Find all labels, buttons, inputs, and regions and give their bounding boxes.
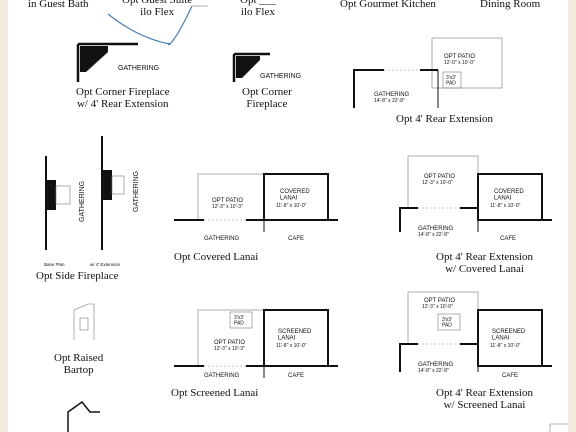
svg-text:12'-3" x 10'-3": 12'-3" x 10'-3" [214, 346, 245, 352]
svg-text:w/ 4' Extension: w/ 4' Extension [90, 262, 121, 267]
svg-text:CAFE: CAFE [288, 373, 304, 379]
svg-text:3'x3'PAD: 3'x3'PAD [442, 317, 452, 329]
svg-text:12'-0" x 10'-0": 12'-0" x 10'-0" [444, 60, 475, 66]
svg-text:14'-8" x 22'-8": 14'-8" x 22'-8" [418, 368, 449, 374]
svg-text:GATHERING: GATHERING [260, 73, 301, 80]
svg-text:OPT PATIO: OPT PATIO [212, 198, 243, 204]
caption-flex: Opt ___ilo Flex [240, 0, 276, 18]
caption-screened-lanai: Opt Screened Lanai [171, 387, 259, 399]
svg-text:11'-8" x 10'-0": 11'-8" x 10'-0" [490, 203, 521, 209]
svg-text:3'x3'PAD: 3'x3'PAD [446, 75, 456, 87]
svg-text:OPT PATIO: OPT PATIO [424, 174, 455, 180]
svg-text:14'-8" x 22'-8": 14'-8" x 22'-8" [418, 232, 449, 238]
guest-suite-curve [107, 5, 193, 45]
svg-text:GATHERING: GATHERING [133, 171, 140, 212]
svg-text:GATHERING: GATHERING [204, 373, 240, 379]
svg-text:12'-3" x 10'-3": 12'-3" x 10'-3" [212, 204, 243, 210]
plan-drawings: GATHERING GATHERING OPT PATIO 12'-0" x 1… [44, 5, 568, 432]
raised-bartop-plan [73, 303, 95, 340]
screened-lanai-plan: 3'x3'PAD OPT PATIO 12'-3" x 10'-3" SCREE… [174, 309, 338, 379]
svg-text:CAFE: CAFE [500, 236, 516, 242]
svg-text:11'-8" x 10'-0": 11'-8" x 10'-0" [490, 343, 521, 349]
svg-text:GATHERING: GATHERING [418, 226, 454, 232]
svg-text:GATHERING: GATHERING [418, 362, 454, 368]
caption-rear-extension: Opt 4' Rear Extension [396, 113, 493, 125]
side-fireplace-extension-plan: GATHERING w/ 4' Extension [90, 136, 140, 267]
svg-text:12'-3" x 10'-0": 12'-3" x 10'-0" [422, 304, 453, 310]
caption-dining-room: Dining Room [480, 0, 541, 10]
caption-guest-bath: in Guest Bath [28, 0, 89, 10]
svg-text:11'-8" x 10'-0": 11'-8" x 10'-0" [276, 203, 307, 209]
svg-text:OPT PATIO: OPT PATIO [214, 340, 245, 346]
svg-text:GATHERING: GATHERING [204, 236, 240, 242]
corner-fireplace-plan: GATHERING [232, 52, 301, 82]
svg-text:GATHERING: GATHERING [79, 181, 86, 222]
caption-side-fireplace: Opt Side Fireplace [36, 270, 119, 282]
svg-text:3'x3'PAD: 3'x3'PAD [234, 315, 244, 327]
partial-plan-bottom [67, 400, 100, 432]
side-fireplace-base-plan: GATHERING Base Plan [44, 156, 86, 267]
svg-text:CAFE: CAFE [288, 236, 304, 242]
svg-text:11'-8" x 10'-0": 11'-8" x 10'-0" [276, 343, 307, 349]
caption-covered-lanai: Opt Covered Lanai [174, 251, 259, 263]
svg-text:Base Plan: Base Plan [44, 262, 65, 267]
corner-fireplace-extension-plan: GATHERING [76, 42, 159, 82]
svg-text:14'-8" x 22'-8": 14'-8" x 22'-8" [374, 98, 405, 104]
svg-text:GATHERING: GATHERING [118, 65, 159, 72]
svg-text:OPT PATIO: OPT PATIO [424, 298, 455, 304]
svg-text:12'-3" x 10'-0": 12'-3" x 10'-0" [422, 180, 453, 186]
svg-text:CAFE: CAFE [502, 373, 518, 379]
svg-text:GATHERING: GATHERING [374, 92, 410, 98]
rear-extension-screened-lanai-plan: OPT PATIO 12'-3" x 10'-0" 3'x3'PAD SCREE… [399, 291, 552, 379]
caption-gourmet-kitchen: Opt Gourmet Kitchen [340, 0, 436, 10]
svg-text:OPT PATIO: OPT PATIO [444, 54, 475, 60]
rear-extension-plan: OPT PATIO 12'-0" x 10'-0" 3'x3'PAD GATHE… [353, 37, 503, 108]
